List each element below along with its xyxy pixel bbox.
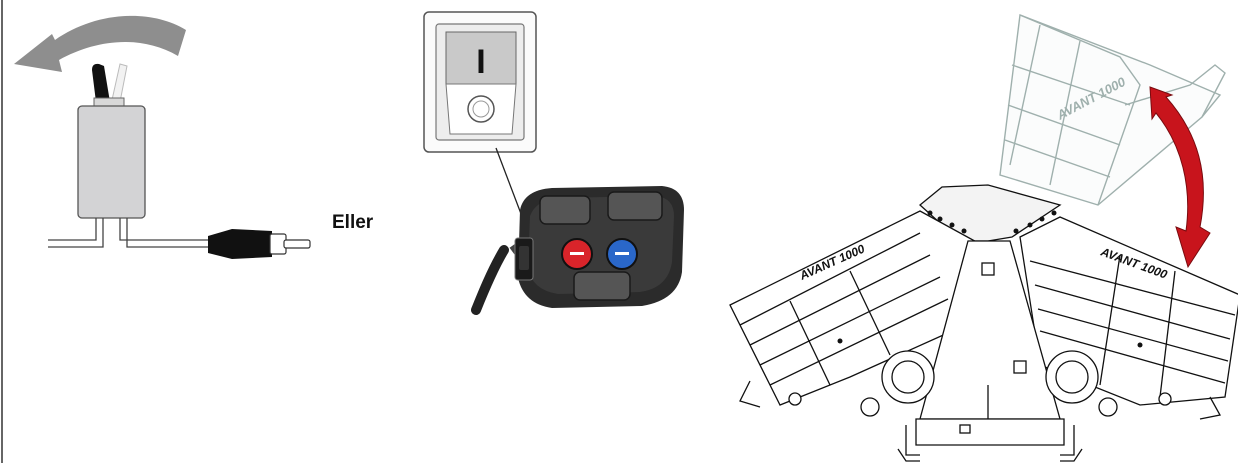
spreader-machine-illustration: AVANT 1000 AVANT 1000	[720, 5, 1238, 463]
joystick-controller	[514, 186, 684, 308]
raised-wing-ghost: AVANT 1000	[999, 14, 1226, 206]
cable-plug-icon	[208, 229, 311, 259]
toggle-switch-illustration	[0, 0, 330, 463]
fold-direction-arrow-icon	[1149, 86, 1211, 269]
rocker-on-symbol: I	[476, 43, 485, 81]
toggle-lever-icon	[92, 63, 128, 107]
curved-arrow-icon	[14, 15, 186, 72]
rocker-switch-icon: I	[423, 11, 537, 153]
controller-illustration: I	[412, 10, 697, 320]
connector-alternative-label: Eller	[332, 212, 374, 233]
switch-body	[77, 105, 146, 219]
